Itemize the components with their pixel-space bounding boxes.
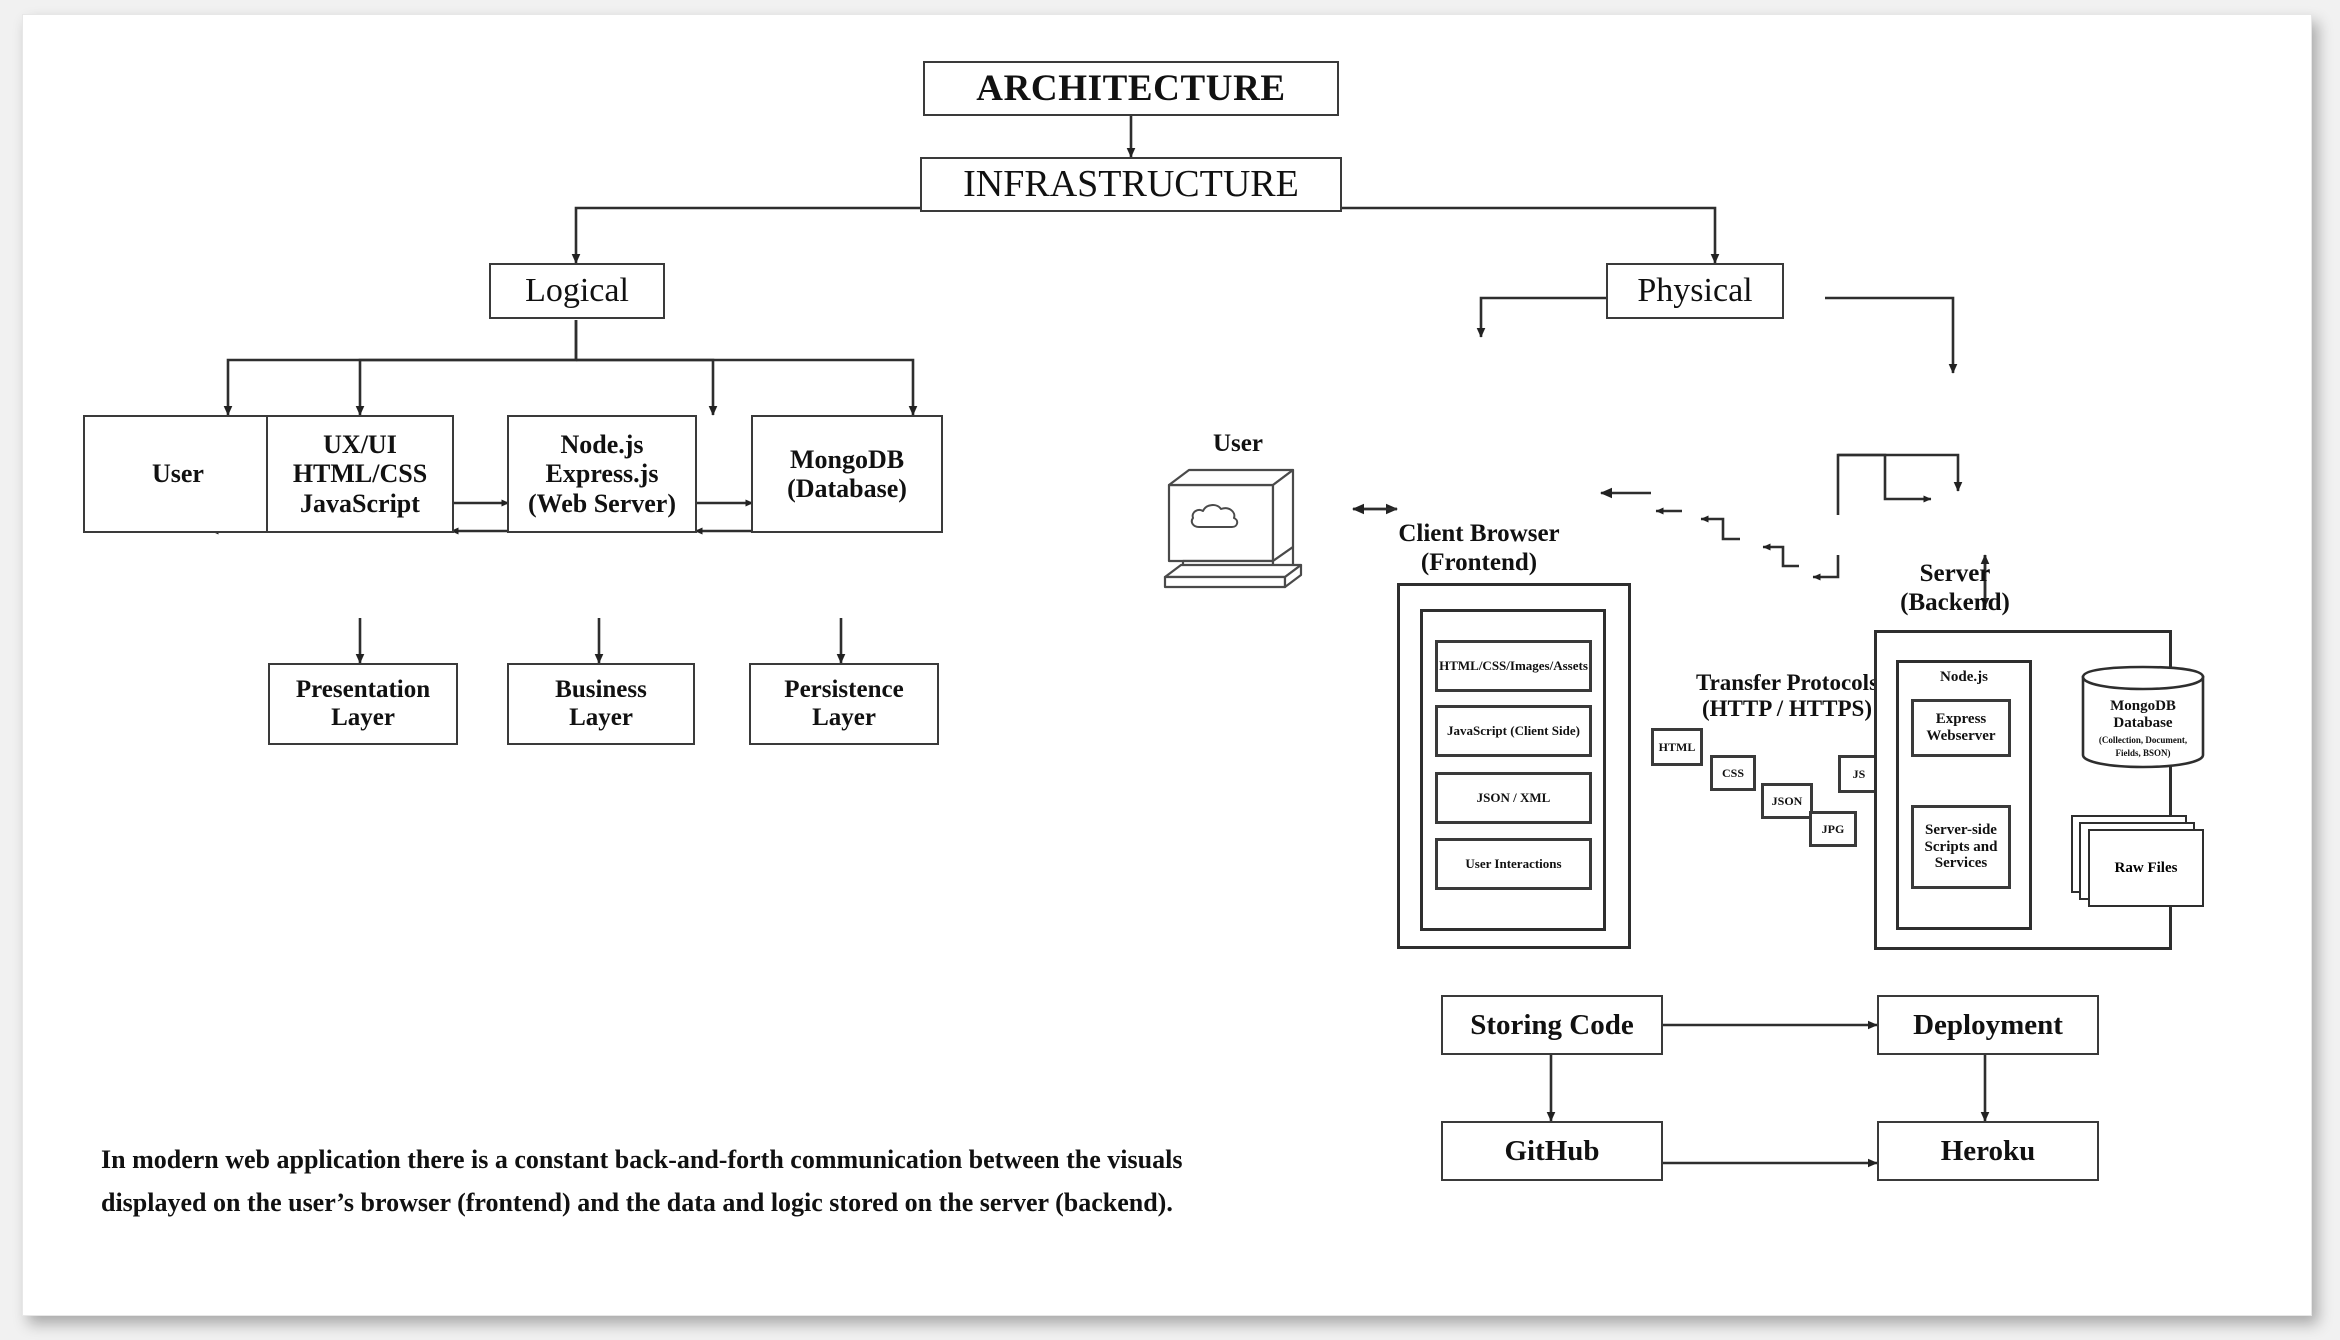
- physical-branch-box: Physical: [1606, 263, 1784, 319]
- transfer-file-label-2: JSON: [1771, 793, 1803, 808]
- scripts-line-1: Server-side: [1925, 821, 1997, 838]
- uxui-line-2: HTML/CSS: [292, 459, 428, 489]
- server-scripts-services-box: Server-side Scripts and Services: [1911, 805, 2011, 889]
- uxui-line-3: JavaScript: [300, 488, 420, 518]
- deployment-box-heroku: Heroku: [1877, 1121, 2099, 1181]
- diagram-canvas: ARCHITECTURE INFRASTRUCTURE Logical Phys…: [23, 15, 2311, 1315]
- transfer-file-jpg: JPG: [1809, 811, 1857, 847]
- transfer-file-label-4: JS: [1852, 766, 1866, 781]
- server-title: Server (Backend): [1845, 560, 2065, 617]
- transfer-title-line-2: (HTTP / HTTPS): [1702, 696, 1872, 722]
- deployment-box-github: GitHub: [1441, 1121, 1663, 1181]
- github-label: GitHub: [1504, 1134, 1600, 1167]
- presentation-line-2: Layer: [331, 704, 395, 731]
- node-line-3: (Web Server): [527, 488, 676, 518]
- transfer-file-json: JSON: [1761, 783, 1813, 819]
- browser-item-html-assets: HTML/CSS/Images/Assets: [1435, 640, 1592, 692]
- logical-branch-box: Logical: [489, 263, 665, 319]
- transfer-protocols-title: Transfer Protocols (HTTP / HTTPS): [1657, 670, 1917, 722]
- transfer-file-html: HTML: [1651, 728, 1703, 766]
- persistence-line-2: Layer: [812, 704, 876, 731]
- raw-files-stack: Raw Files: [2071, 815, 2211, 915]
- physical-user-label: User: [1173, 430, 1303, 459]
- browser-item-label-3: User Interactions: [1465, 855, 1562, 871]
- node-line-1: Node.js: [560, 430, 644, 460]
- logical-box-mongo: MongoDB (Database): [751, 415, 943, 533]
- mongo-line-1: MongoDB: [789, 444, 905, 474]
- browser-item-javascript: JavaScript (Client Side): [1435, 705, 1592, 757]
- physical-user-text: User: [1213, 430, 1263, 457]
- server-nodejs-text: Node.js: [1940, 669, 1988, 685]
- client-browser-title-line-1: Client Browser: [1398, 520, 1560, 547]
- mongodb-db-detail-1: (Collection, Document,: [2098, 734, 2188, 745]
- layer-box-persistence: Persistence Layer: [749, 663, 939, 745]
- heroku-label: Heroku: [1940, 1134, 2036, 1167]
- mongodb-db-line-2: Database: [2113, 715, 2173, 732]
- raw-files-label: Raw Files: [2114, 859, 2178, 876]
- caption-line-1: In modern web application there is a con…: [101, 1145, 1183, 1174]
- business-line-1: Business: [555, 676, 647, 703]
- presentation-line-1: Presentation: [295, 676, 431, 703]
- infrastructure-box: INFRASTRUCTURE: [920, 157, 1342, 212]
- diagram-sheet: ARCHITECTURE INFRASTRUCTURE Logical Phys…: [22, 14, 2312, 1316]
- mongodb-db-detail-2: Fields, BSON): [2115, 748, 2171, 759]
- deployment-box-storing-code: Storing Code: [1441, 995, 1663, 1055]
- deployment-label: Deployment: [1913, 1008, 2063, 1041]
- transfer-file-label-0: HTML: [1658, 739, 1696, 754]
- transfer-file-label-1: CSS: [1721, 765, 1744, 780]
- express-line-1: Express: [1935, 711, 1987, 728]
- desktop-computer-cloud-icon: [1161, 465, 1321, 595]
- mongodb-cylinder-text: MongoDB Database (Collection, Document, …: [2079, 665, 2207, 781]
- logical-user-label: User: [152, 459, 204, 489]
- storing-code-label: Storing Code: [1470, 1008, 1634, 1041]
- logical-box-node: Node.js Express.js (Web Server): [507, 415, 697, 533]
- browser-item-user-interactions: User Interactions: [1435, 838, 1592, 890]
- server-title-line-1: Server: [1919, 560, 1991, 587]
- server-title-line-2: (Backend): [1900, 588, 2010, 616]
- mongodb-database-cylinder: MongoDB Database (Collection, Document, …: [2079, 665, 2207, 769]
- client-browser-title-line-2: (Frontend): [1420, 548, 1538, 576]
- logical-branch-label: Logical: [525, 271, 629, 309]
- deployment-box-deployment: Deployment: [1877, 995, 2099, 1055]
- node-line-2: Express.js: [545, 459, 659, 489]
- transfer-file-css: CSS: [1710, 755, 1756, 791]
- mongodb-db-line-1: MongoDB: [2110, 698, 2176, 715]
- diagram-caption: In modern web application there is a con…: [101, 1139, 1391, 1225]
- browser-item-label-2: JSON / XML: [1476, 789, 1551, 805]
- layer-box-presentation: Presentation Layer: [268, 663, 458, 745]
- transfer-file-label-3: JPG: [1821, 821, 1845, 836]
- express-line-2: Webserver: [1926, 728, 1996, 744]
- scripts-line-3: Services: [1934, 855, 1988, 872]
- client-browser-title: Client Browser (Frontend): [1349, 520, 1609, 577]
- caption-line-2: displayed on the user’s browser (fronten…: [101, 1187, 1173, 1217]
- persistence-line-1: Persistence: [784, 676, 904, 703]
- browser-item-label-0: HTML/CSS/Images/Assets: [1439, 657, 1588, 673]
- architecture-label: ARCHITECTURE: [976, 67, 1286, 109]
- layer-box-business: Business Layer: [507, 663, 695, 745]
- scripts-line-2: Scripts and: [1924, 838, 1998, 855]
- server-nodejs-label: Node.js: [1896, 669, 2032, 686]
- physical-branch-label: Physical: [1637, 271, 1753, 309]
- uxui-line-1: UX/UI: [323, 430, 397, 460]
- infrastructure-label: INFRASTRUCTURE: [963, 163, 1299, 206]
- logical-box-uxui: UX/UI HTML/CSS JavaScript: [266, 415, 454, 533]
- transfer-title-line-1: Transfer Protocols: [1695, 670, 1879, 695]
- browser-item-label-1: JavaScript (Client Side): [1447, 722, 1580, 738]
- browser-item-json-xml: JSON / XML: [1435, 772, 1592, 824]
- transfer-file-js: JS: [1838, 755, 1880, 793]
- mongo-line-2: (Database): [787, 474, 907, 503]
- business-line-2: Layer: [569, 704, 633, 731]
- logical-box-user: User: [83, 415, 273, 533]
- architecture-box: ARCHITECTURE: [923, 61, 1339, 116]
- raw-files-page-front: Raw Files: [2088, 829, 2204, 907]
- server-express-webserver-box: Express Webserver: [1911, 699, 2011, 757]
